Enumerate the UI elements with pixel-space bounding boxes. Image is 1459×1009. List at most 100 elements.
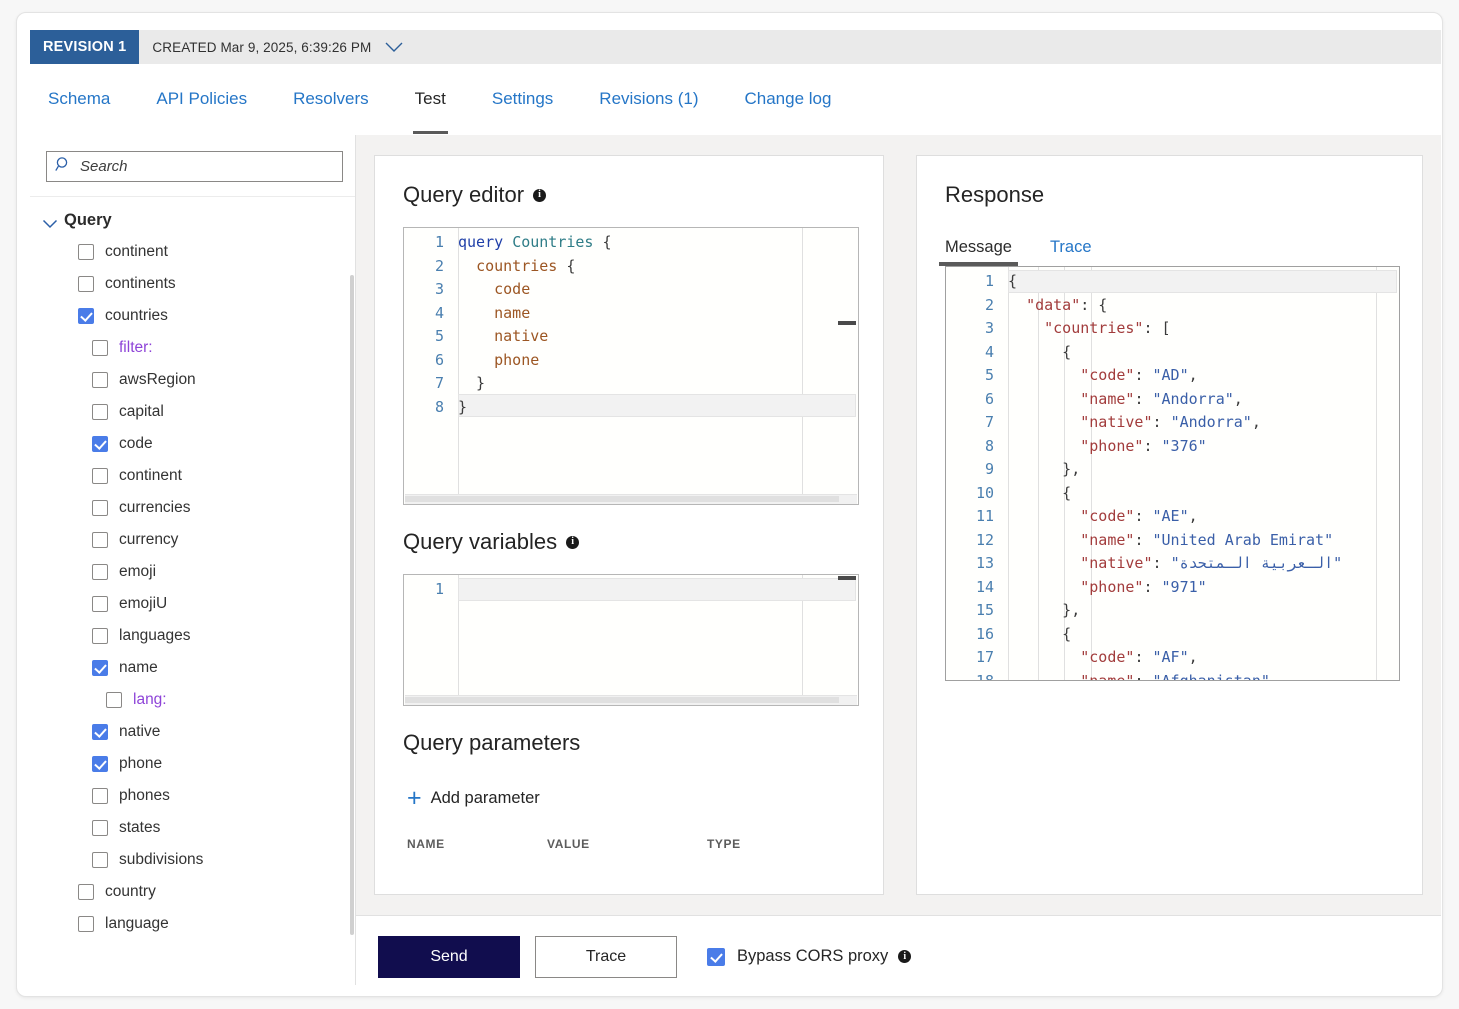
query-variables-title: Query variables i [375,505,883,555]
tab-change-log[interactable]: Change log [744,89,832,108]
code-line: 10 { [946,482,1399,506]
tree-root-label: Query [64,211,112,229]
checkbox[interactable] [78,308,94,324]
tree-node-lang[interactable]: lang: [30,684,355,716]
checkbox[interactable] [92,500,108,516]
schema-explorer-sidebar: Query continentcontinentscountriesfilter… [30,135,356,985]
checkbox[interactable] [92,852,108,868]
tree-node-label: lang: [133,691,167,708]
checkbox[interactable] [92,820,108,836]
response-title: Response [917,156,1422,208]
tree-node-emojiu[interactable]: emojiU [30,588,355,620]
tab-api-policies[interactable]: API Policies [156,89,248,108]
checkbox[interactable] [92,468,108,484]
tab-settings[interactable]: Settings [491,89,554,108]
add-parameter-button[interactable]: + Add parameter [407,786,540,811]
revision-badge: REVISION 1 [30,30,140,64]
query-variables-hscrollbar[interactable] [405,695,857,705]
checkbox[interactable] [92,724,108,740]
response-editor[interactable]: 1{2 "data": {3 "countries": [4 {5 "code"… [945,266,1400,681]
code-line: 6 "name": "Andorra", [946,388,1399,412]
tree-node-native[interactable]: native [30,716,355,748]
tree-node-label: country [105,883,156,900]
bypass-cors-proxy-toggle[interactable]: Bypass CORS proxy i [707,947,912,966]
tree-node-continents[interactable]: continents [30,268,355,300]
tree-node-subdivisions[interactable]: subdivisions [30,844,355,876]
tab-resolvers[interactable]: Resolvers [293,89,369,108]
tree-node-currencies[interactable]: currencies [30,492,355,524]
code-text: } [458,397,468,416]
code-text: code [494,280,531,298]
checkbox[interactable] [92,532,108,548]
search-input[interactable] [78,157,334,176]
tree-node-awsregion[interactable]: awsRegion [30,364,355,396]
checkbox[interactable] [92,756,108,772]
query-variables-editor[interactable]: 1 [403,574,859,706]
code-text: { [1008,624,1072,643]
tree-node-language[interactable]: language [30,908,355,940]
search-box[interactable] [46,151,343,182]
tree-node-currency[interactable]: currency [30,524,355,556]
query-variables-title-text: Query variables [403,529,558,554]
bypass-cors-checkbox[interactable] [707,947,725,966]
tree-node-states[interactable]: states [30,812,355,844]
code-text: "phone": "376" [1080,436,1207,455]
chevron-down-icon[interactable] [384,41,404,53]
tree-node-label: currency [119,531,179,548]
checkbox[interactable] [78,244,94,260]
tree-node-continent[interactable]: continent [30,236,355,268]
tree-node-country[interactable]: country [30,876,355,908]
add-parameter-label: Add parameter [430,789,540,807]
checkbox[interactable] [92,596,108,612]
column-header-value: VALUE [547,837,590,851]
line-number: 13 [975,554,994,572]
checkbox[interactable] [92,340,108,356]
trace-button[interactable]: Trace [535,935,677,978]
send-button[interactable]: Send [378,935,520,978]
tab-test[interactable]: Test [412,83,449,134]
checkbox[interactable] [106,692,122,708]
checkbox[interactable] [92,564,108,580]
info-icon[interactable]: i [533,188,547,202]
checkbox[interactable] [92,372,108,388]
checkbox[interactable] [92,628,108,644]
query-editor-hscrollbar[interactable] [405,494,857,504]
line-number: 7 [984,413,994,431]
checkbox[interactable] [92,436,108,452]
tab-trace[interactable]: Trace [1049,238,1092,256]
response-card: Response Message Trace 1{2 "data": {3 [916,155,1423,895]
checkbox[interactable] [92,660,108,676]
checkbox[interactable] [78,276,94,292]
tree-node-label: emoji [119,563,157,580]
tab-schema[interactable]: Schema [48,89,111,108]
tree-node-name[interactable]: name [30,652,355,684]
checkbox[interactable] [78,884,94,900]
code-text: "code": "AD", [1080,366,1198,384]
line-number: 7 [434,374,444,392]
checkbox[interactable] [92,788,108,804]
tree-node-phones[interactable]: phones [30,780,355,812]
tree-node-emoji[interactable]: emoji [30,556,355,588]
tree-node-label: filter: [119,339,153,356]
code-line: 13 "native": "الـعربية الـمتحدة" [946,552,1399,576]
tree-node-phone[interactable]: phone [30,748,355,780]
tree-node-continent[interactable]: continent [30,460,355,492]
checkbox[interactable] [78,916,94,932]
tree-node-countries[interactable]: countries [30,300,355,332]
tree-node-code[interactable]: code [30,428,355,460]
tree-node-languages[interactable]: languages [30,620,355,652]
info-icon[interactable]: i [566,535,580,549]
line-number: 11 [975,507,994,525]
tree-node-capital[interactable]: capital [30,396,355,428]
info-icon[interactable]: i [898,950,912,963]
line-number: 4 [434,303,444,322]
tree-node-filter[interactable]: filter: [30,332,355,364]
code-line: 1{ [946,270,1399,294]
checkbox[interactable] [92,404,108,420]
line-number: 17 [975,648,994,666]
tree-root-query[interactable]: Query [30,205,355,236]
tab-message[interactable]: Message [939,238,1018,266]
sidebar-scrollbar[interactable] [350,275,354,935]
tab-revisions[interactable]: Revisions (1) [599,89,699,108]
